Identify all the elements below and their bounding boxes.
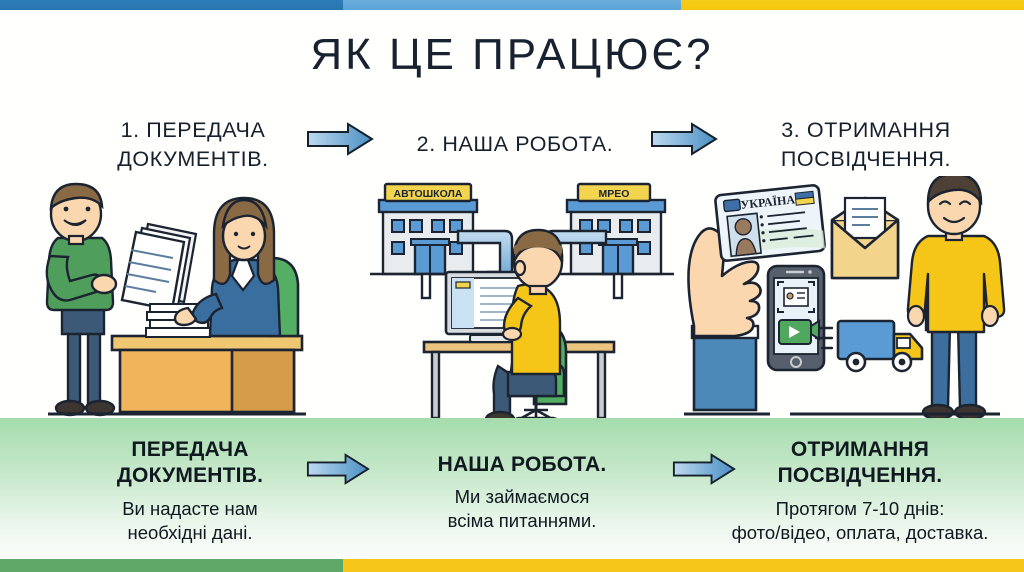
summary-subtext-3: Протягом 7-10 днів:фото/відео, оплата, д… <box>731 497 989 543</box>
person-right <box>906 176 1006 421</box>
summary-panel <box>0 418 1024 559</box>
bottom-bar-segment-green <box>0 559 344 572</box>
top-bar-segment-blue-dark <box>0 0 344 10</box>
arrow-right-icon-bottom-1 <box>306 453 370 485</box>
building-mreo: МРЕО <box>558 182 674 300</box>
scene-delivery: УКРАЇНА <box>684 176 1006 421</box>
arrow-right-icon-bottom-2 <box>672 453 736 485</box>
bottom-bar-segment-yellow <box>343 559 1024 572</box>
arrow-right-icon-top-1 <box>306 122 374 156</box>
id-card-country-text: УКРАЇНА <box>740 192 796 212</box>
arrow-right-icon-top-2 <box>650 122 718 156</box>
building-sign-right-text: МРЕО <box>599 188 630 200</box>
top-color-bar <box>0 0 1024 10</box>
bottom-color-bar <box>0 559 1024 572</box>
summary-heading-2: НАША РОБОТА. <box>437 453 607 476</box>
smartphone <box>766 264 826 372</box>
step-caption-2: 2. НАША РОБОТА. <box>416 132 614 156</box>
scene-document-handover <box>45 182 306 417</box>
top-bar-segment-yellow <box>680 0 1024 10</box>
delivery-truck-icon <box>814 319 924 373</box>
top-bar-segment-blue-light <box>343 0 681 10</box>
page-title: ЯК ЦЕ ПРАЦЮЄ? <box>310 30 714 79</box>
building-sign-left-text: АВТОШКОЛА <box>394 188 463 200</box>
envelope-icon <box>830 196 900 280</box>
id-card: УКРАЇНА <box>714 184 826 262</box>
illustration-scene: АВТОШКОЛА МРЕ <box>0 176 1024 426</box>
scene-office-work: АВТОШКОЛА МРЕ <box>370 182 674 426</box>
